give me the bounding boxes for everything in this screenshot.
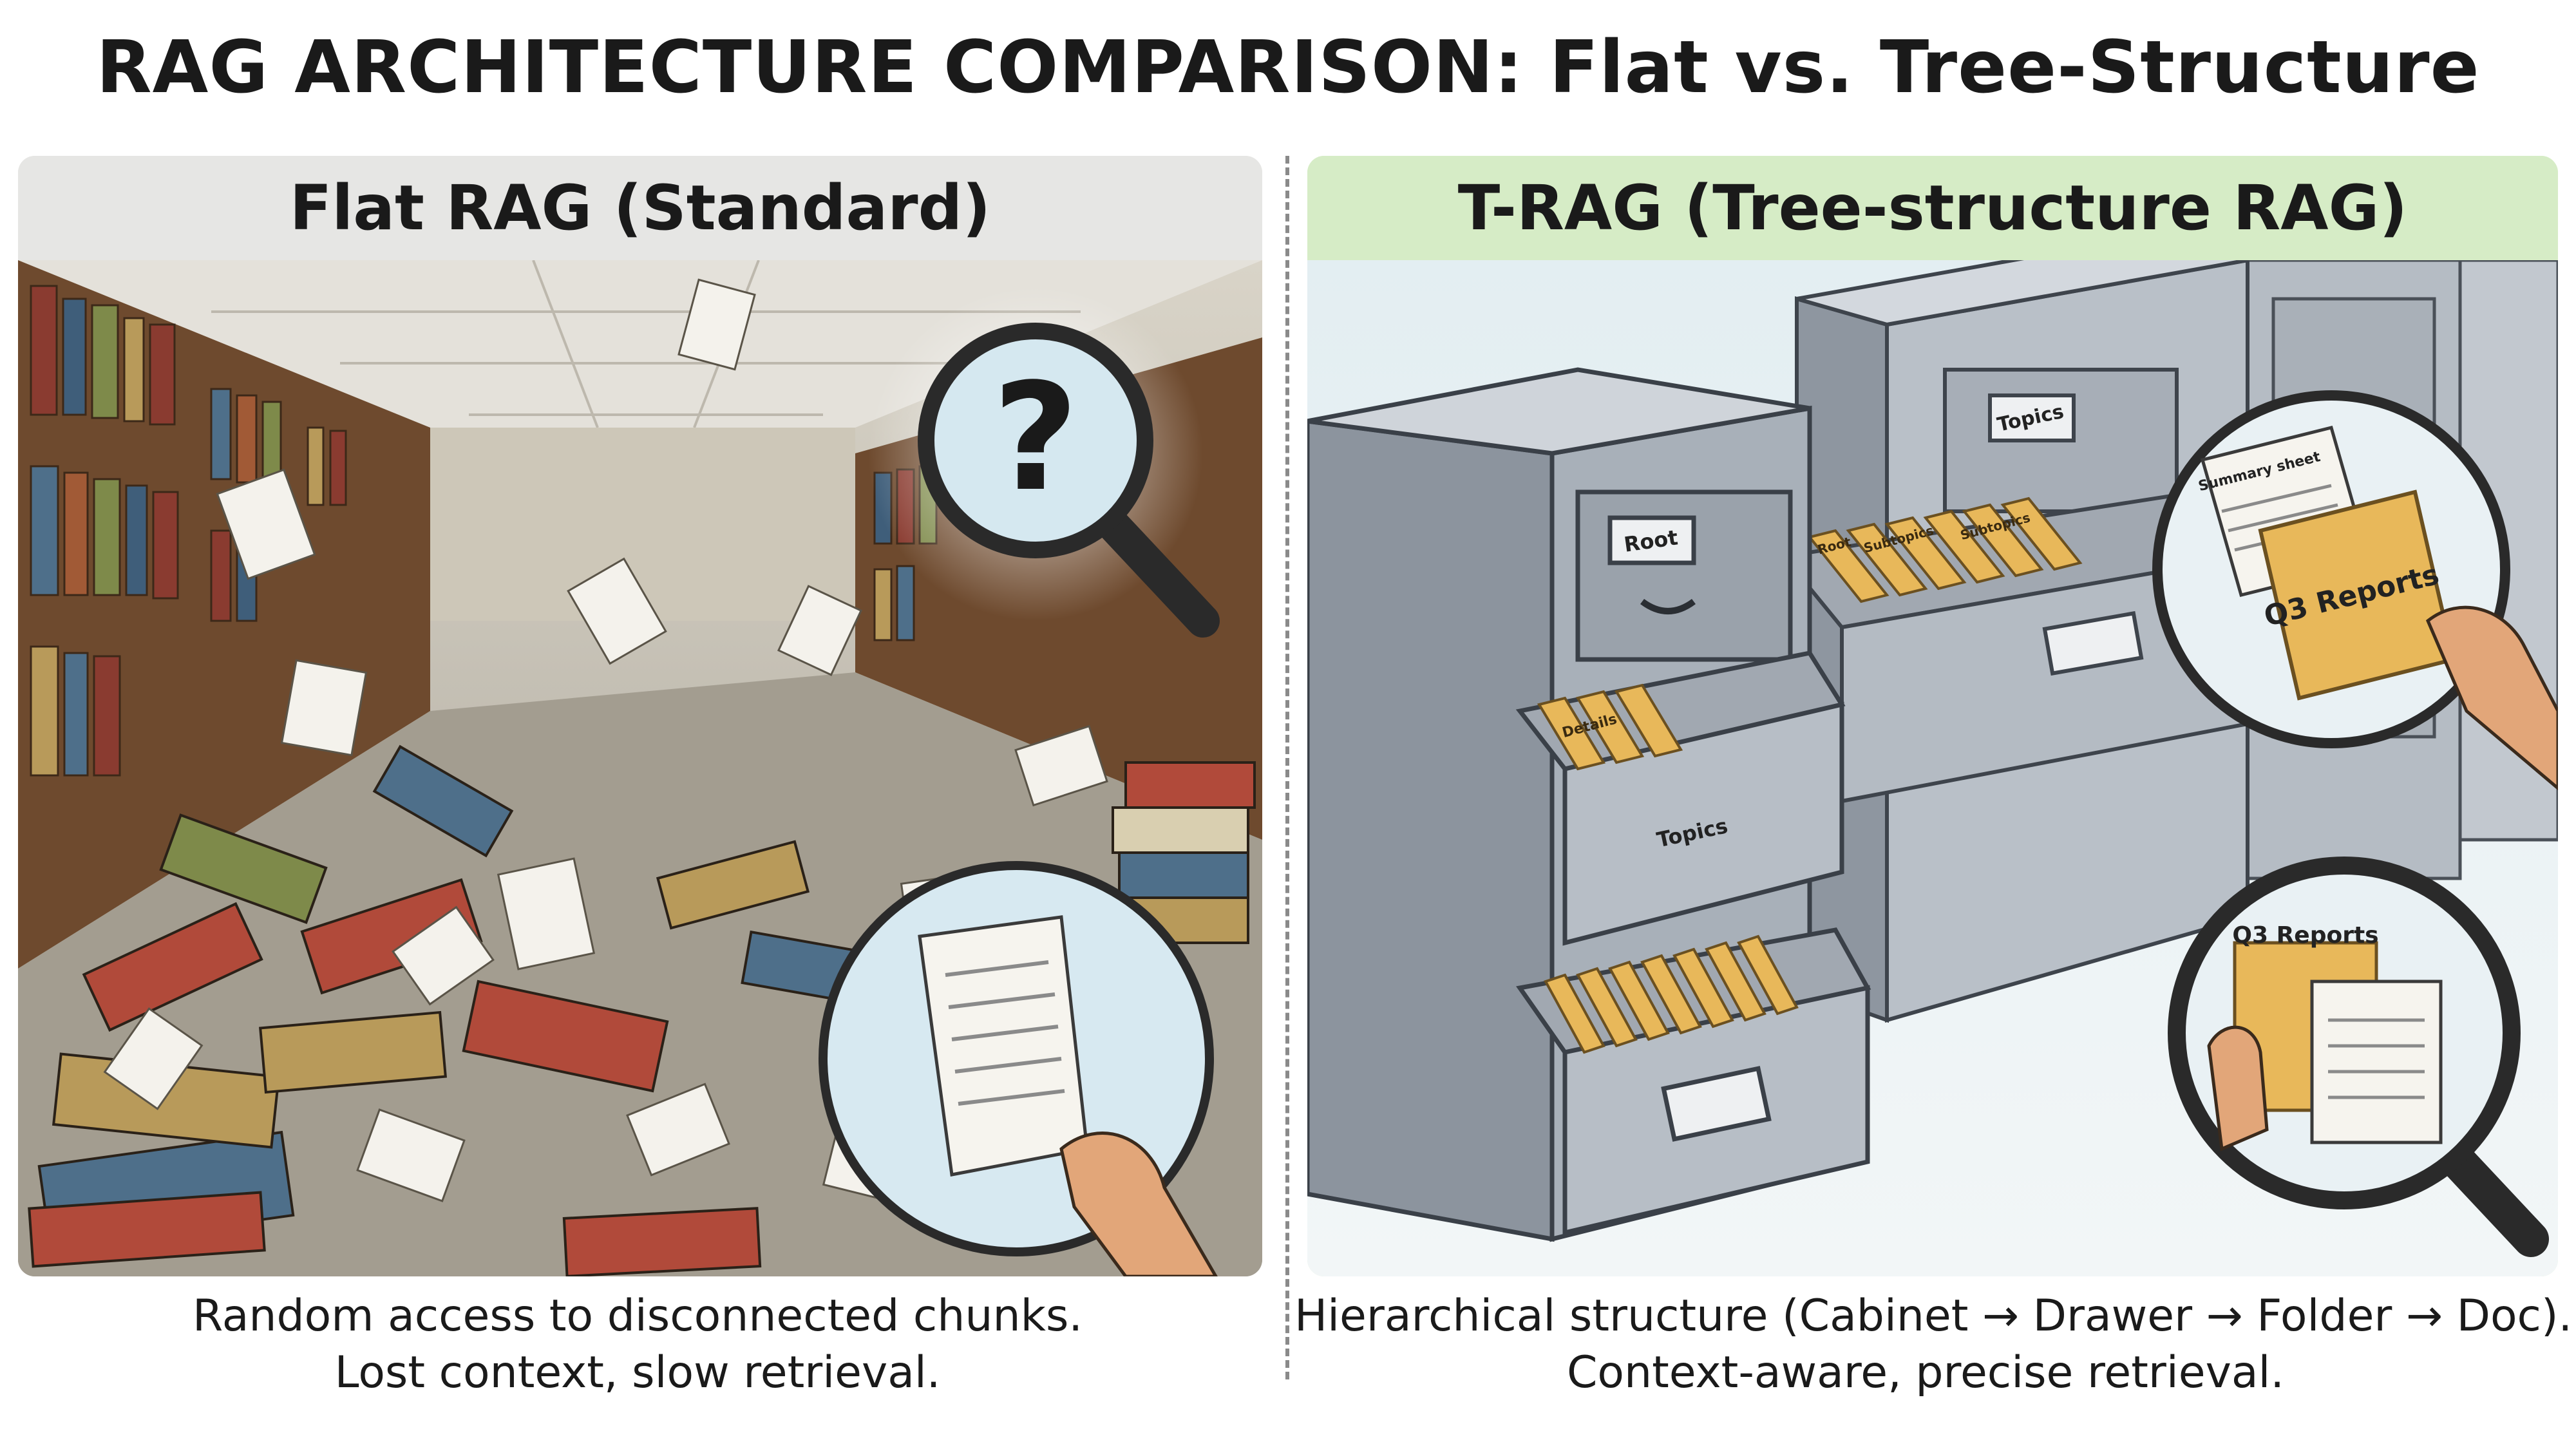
flat-rag-panel: Flat RAG (Standard) (18, 156, 1262, 1276)
label-q3-reports-doc: Q3 Reports (2232, 922, 2378, 949)
flat-rag-caption-line1: Random access to disconnected chunks. (192, 1291, 1083, 1341)
flat-rag-caption-line2: Lost context, slow retrieval. (334, 1347, 941, 1398)
trag-caption: Hierarchical structure (Cabinet → Drawer… (1294, 1288, 2573, 1401)
bottom-drawer-folders (1544, 934, 1799, 1054)
ceiling-grid (211, 260, 1081, 428)
trag-caption-line1: Hierarchical structure (Cabinet → Drawer… (1294, 1291, 2573, 1341)
messy-library-illustration: ? (18, 260, 1262, 1276)
question-mark: ? (992, 352, 1078, 524)
page-title: RAG ARCHITECTURE COMPARISON: Flat vs. Tr… (96, 26, 2480, 109)
crumpled-paper-inset (819, 861, 1218, 1276)
trag-caption-line2: Context-aware, precise retrieval. (1566, 1347, 2285, 1398)
scattered-books (28, 744, 1256, 1276)
panel-divider (1285, 156, 1289, 1379)
front-drawer-topics-folders (1537, 683, 1683, 771)
front-drawer-topics (1515, 650, 1846, 946)
flat-rag-header: Flat RAG (Standard) (18, 156, 1262, 260)
flat-rag-caption: Random access to disconnected chunks. Lo… (6, 1288, 1269, 1401)
summary-magnifier (2152, 390, 2558, 791)
middle-drawer-folders (1807, 497, 2083, 603)
trag-header: T-RAG (Tree-structure RAG) (1307, 156, 2558, 260)
q3-doc-magnifier (2168, 857, 2549, 1257)
far-wall (430, 428, 855, 621)
trag-panel: T-RAG (Tree-structure RAG) (1307, 156, 2558, 1276)
question-magnifier (868, 286, 1220, 638)
filing-cabinet-illustration: Root Topics Topics Details Root Subtopic… (1307, 260, 2558, 1276)
left-shelf-books (30, 285, 347, 777)
